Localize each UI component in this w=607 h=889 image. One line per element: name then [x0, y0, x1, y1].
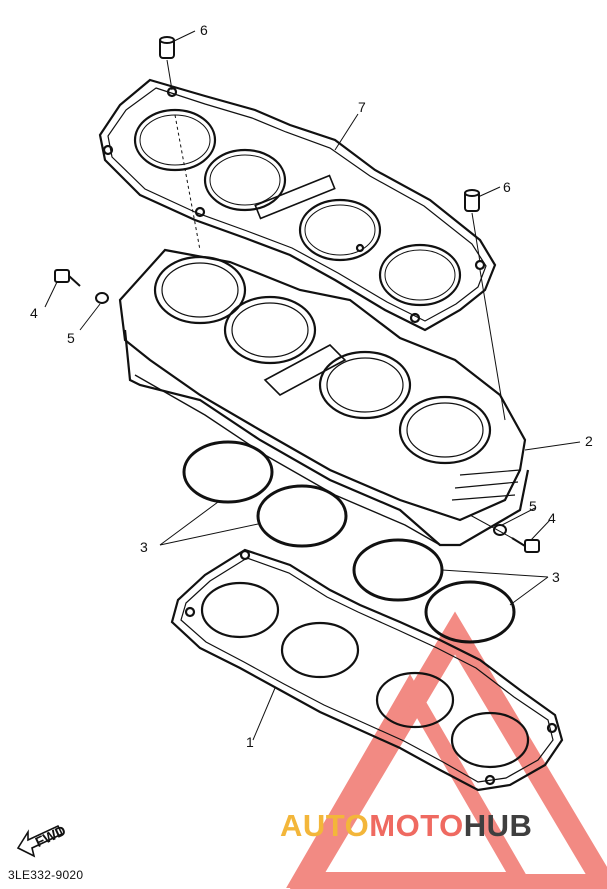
fwd-arrow-icon [16, 824, 64, 858]
callout-5-left: 5 [67, 330, 75, 346]
head-gasket [98, 78, 497, 332]
watermark-wordmark: AUTOMOTOHUB [280, 808, 532, 844]
callout-4-right: 4 [548, 510, 556, 526]
washer [95, 292, 507, 536]
callout-6-top: 6 [200, 22, 208, 38]
callout-3-left: 3 [140, 539, 148, 555]
bolt [54, 269, 540, 553]
callout-2: 2 [585, 433, 593, 449]
cylinder-block [118, 248, 530, 547]
fwd-label: FWD [33, 822, 69, 850]
callout-4-left: 4 [30, 305, 38, 321]
base-gasket [170, 548, 564, 792]
dowel-pin [159, 36, 480, 212]
drawing-code: 3LE332-9020 [8, 868, 84, 882]
callout-5-right: 5 [529, 498, 537, 514]
watermark-moto: MOTO [369, 808, 464, 843]
watermark-auto: AUTO [280, 808, 370, 843]
watermark-hub: HUB [463, 808, 533, 843]
watermark-logo [286, 611, 607, 889]
callout-1: 1 [246, 734, 254, 750]
callout-3-right: 3 [552, 569, 560, 585]
leader-lines [44, 30, 581, 741]
callout-6-right: 6 [503, 179, 511, 195]
callout-7: 7 [358, 99, 366, 115]
